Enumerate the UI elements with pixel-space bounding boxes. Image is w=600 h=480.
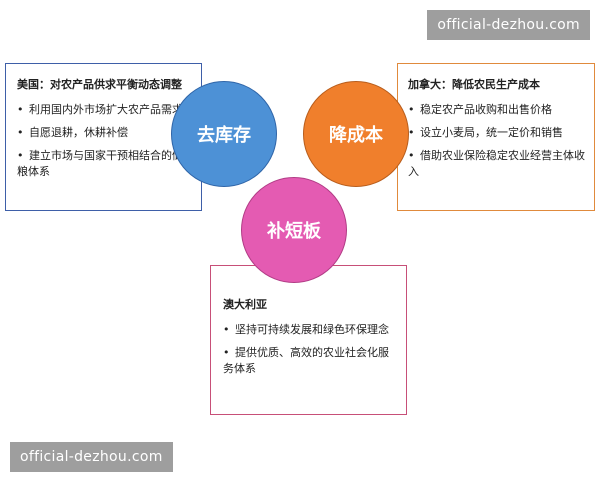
australia-bullet-1: • 坚持可持续发展和绿色环保理念	[223, 322, 398, 338]
destock-label: 去库存	[197, 125, 251, 146]
watermark-top: official-dezhou.com	[427, 10, 590, 40]
australia-box-title: 澳大利亚	[223, 298, 267, 311]
watermark-bottom: official-dezhou.com	[10, 442, 173, 472]
bullet-dot: •	[223, 346, 230, 359]
destock-circle: 去库存	[171, 81, 277, 187]
bullet-dot: •	[17, 103, 24, 116]
canada-bullet-3-text: 借助农业保险稳定农业经营主体收入	[408, 149, 585, 178]
usa-bullet-2: • 自愿退耕，休耕补偿	[17, 125, 193, 141]
usa-bullet-1-text: 利用国内外市场扩大农产品需求	[29, 103, 183, 116]
canada-bullet-3: •借助农业保险稳定农业经营主体收入	[408, 148, 586, 180]
bullet-dot: •	[408, 149, 415, 162]
usa-bullet-3: •建立市场与国家干预相结合的储粮体系	[17, 148, 193, 180]
australia-bullet-2-text: 提供优质、高效的农业社会化服务体系	[223, 346, 389, 375]
bullet-dot: •	[408, 126, 415, 139]
canada-bullet-2-text: 设立小麦局，统一定价和销售	[420, 126, 563, 139]
bullet-dot: •	[223, 323, 230, 336]
australia-bullet-1-text: 坚持可持续发展和绿色环保理念	[235, 323, 389, 336]
australia-bullet-2: •提供优质、高效的农业社会化服务体系	[223, 345, 398, 377]
usa-policy-box: 美国：对农产品供求平衡动态调整 • 利用国内外市场扩大农产品需求 • 自愿退耕，休耕…	[5, 63, 202, 211]
canada-box-title: 加拿大：降低农民生产成本	[408, 78, 540, 91]
australia-policy-box: 澳大利亚 •坚持可持续发展和绿色环保理念 •提供优质、高效的农业社会化服务体系	[210, 265, 407, 415]
canada-bullet-1: • 稳定农产品收购和出售价格	[408, 102, 586, 118]
cost-reduction-circle: 降成本	[303, 81, 409, 187]
shortfall-circle: 补短板	[241, 177, 347, 283]
bullet-dot: •	[408, 103, 415, 116]
bullet-dot: •	[17, 126, 24, 139]
usa-bullet-1: • 利用国内外市场扩大农产品需求	[17, 102, 193, 118]
canada-policy-box: 加拿大：降低农民生产成本 • 稳定农产品收购和出售价格 • 设立小麦局，统一定价和销…	[397, 63, 595, 211]
canada-bullet-1-text: 稳定农产品收购和出售价格	[420, 103, 552, 116]
usa-bullet-2-text: 自愿退耕，休耕补偿	[29, 126, 128, 139]
usa-bullet-3-text: 建立市场与国家干预相结合的储粮体系	[17, 149, 183, 178]
cost-reduction-label: 降成本	[329, 125, 383, 146]
usa-box-title: 美国：对农产品供求平衡动态调整	[17, 78, 182, 91]
bullet-dot: •	[17, 149, 24, 162]
canada-bullet-2: • 设立小麦局，统一定价和销售	[408, 125, 586, 141]
shortfall-label: 补短板	[267, 221, 321, 242]
